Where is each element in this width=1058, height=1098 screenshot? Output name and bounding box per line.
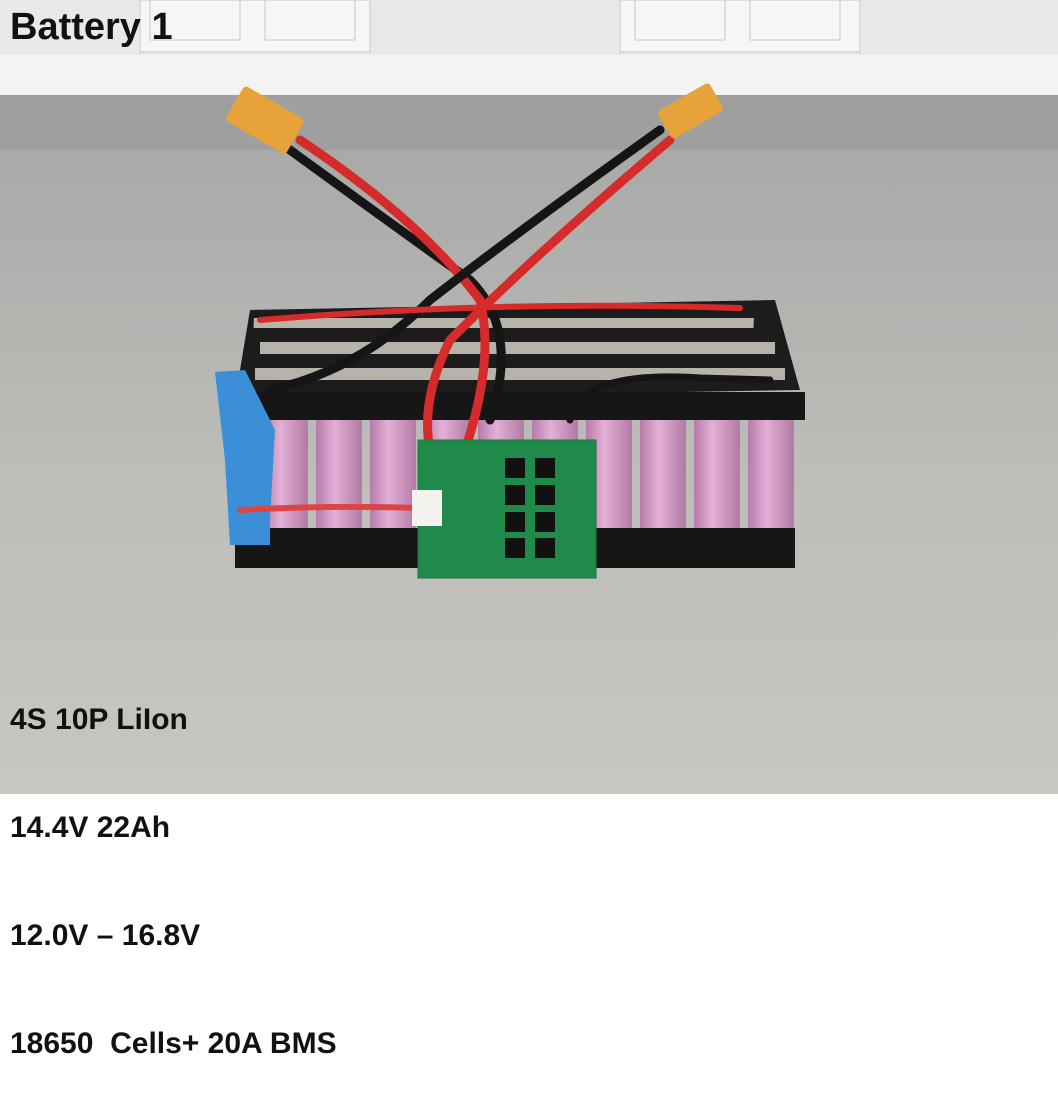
- spec-voltage-range: 12.0V – 16.8V: [10, 919, 201, 952]
- image-title: Battery 1: [10, 6, 173, 48]
- black-wire-2: [265, 125, 665, 395]
- cell: [640, 415, 686, 540]
- cell: [586, 415, 632, 540]
- blue-tape: [215, 370, 275, 545]
- bms-board: [412, 439, 597, 579]
- spec-configuration: 4S 10P LiIon: [10, 703, 188, 736]
- black-wire: [285, 145, 506, 425]
- wall-trim: [0, 55, 1058, 95]
- cell: [370, 415, 416, 540]
- cell: [748, 415, 794, 540]
- xt60-connector-left: [226, 86, 304, 154]
- battery-photo: [0, 0, 1058, 794]
- cell: [316, 415, 362, 540]
- spec-capacity: 14.4V 22Ah: [10, 811, 171, 844]
- spec-list: 4S 10P LiIon 14.4V 22Ah 12.0V – 16.8V 18…: [10, 630, 337, 1098]
- spec-cells-bms: 18650 Cells+ 20A BMS: [10, 1027, 337, 1060]
- cell-holder-top-rim: [235, 392, 805, 420]
- cell: [694, 415, 740, 540]
- red-wire-2: [423, 135, 675, 455]
- nickel-strips: [253, 318, 785, 380]
- red-wire: [295, 135, 490, 455]
- outlets: [139, 0, 861, 53]
- xt60-connector-right: [657, 83, 724, 139]
